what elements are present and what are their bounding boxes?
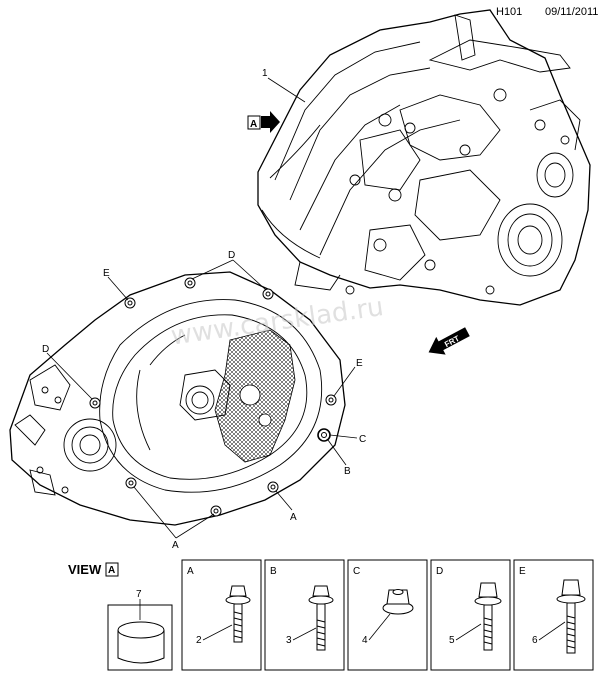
- part-box-d-letter: D: [436, 566, 443, 577]
- part-6-number: 6: [532, 635, 538, 646]
- view-letter-box: [105, 562, 119, 577]
- part-box-b-letter: B: [270, 566, 277, 577]
- callout-assembly: 1: [262, 68, 268, 79]
- part-7-box: 7: [107, 589, 173, 671]
- callout-d-top: D: [228, 250, 235, 261]
- hatched-plate: [214, 329, 296, 463]
- part-box-b: B 3: [264, 559, 345, 671]
- callout-a-bottom: A: [172, 540, 179, 551]
- view-a-arrow-letter: A: [250, 119, 257, 130]
- callout-e-top: E: [103, 268, 110, 279]
- part-box-e-letter: E: [519, 566, 526, 577]
- callout-leaders: [46, 259, 358, 539]
- transmission-assembly: [257, 9, 591, 306]
- callout-b-right: B: [344, 466, 351, 477]
- bolt-icon: [308, 585, 334, 651]
- view-letter: A: [108, 565, 115, 576]
- part-box-c: C 4: [347, 559, 428, 671]
- part-5-number: 5: [449, 635, 455, 646]
- bolt-icon: [556, 579, 586, 654]
- diagram-date: 09/11/2011: [545, 6, 599, 18]
- part-box-a-letter: A: [187, 566, 194, 577]
- part-3-number: 3: [286, 635, 292, 646]
- part-4-number: 4: [362, 635, 368, 646]
- front-arrow-icon: FRT: [428, 327, 470, 355]
- part-2-number: 2: [196, 635, 202, 646]
- callout-c-right: C: [359, 434, 366, 445]
- bushing-icon: [117, 621, 165, 664]
- leader-assembly: [267, 77, 306, 103]
- callout-d-left: D: [42, 344, 49, 355]
- part-box-e: E 6: [513, 559, 594, 671]
- callout-a-bottom-right: A: [290, 512, 297, 523]
- bell-housing: [9, 271, 346, 526]
- part-box-c-letter: C: [353, 566, 360, 577]
- view-label: VIEW: [68, 562, 102, 577]
- bolt-holes: [89, 277, 337, 517]
- bolt-icon: [474, 582, 502, 651]
- part-box-d: D 5: [430, 559, 511, 671]
- callout-e-right: E: [356, 358, 363, 369]
- bolt-icon: [225, 585, 251, 643]
- part-7-number: 7: [136, 589, 142, 600]
- nut-icon: [382, 589, 414, 615]
- part-box-a: A 2: [181, 559, 262, 671]
- diagram-code: H101: [496, 6, 523, 18]
- view-a-arrow: A: [247, 111, 280, 133]
